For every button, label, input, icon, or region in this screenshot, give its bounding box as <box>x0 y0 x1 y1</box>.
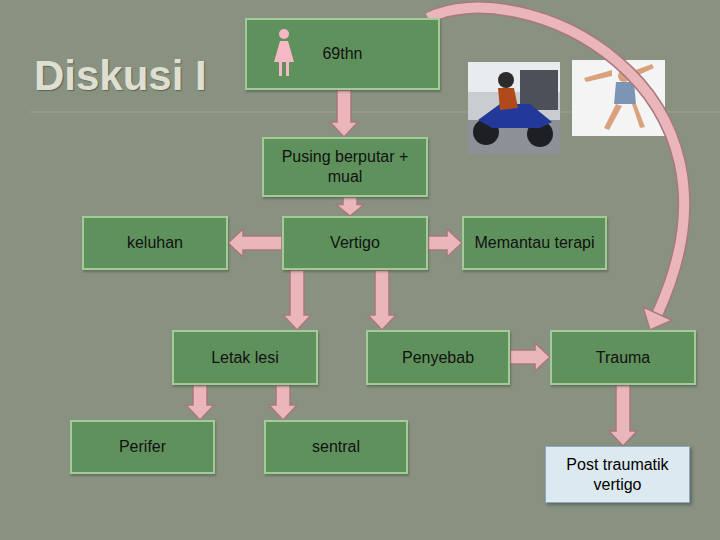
node-text: keluhan <box>127 233 183 253</box>
block-arrow <box>428 229 462 257</box>
node-text: Memantau terapi <box>474 233 594 253</box>
block-arrow <box>368 270 396 330</box>
block-arrow <box>510 343 550 371</box>
female-icon <box>273 28 295 78</box>
node-text: 69thn <box>322 44 362 64</box>
node-text: Vertigo <box>330 233 380 253</box>
motorcycle-photo <box>468 62 560 154</box>
curve-outline <box>428 8 684 314</box>
block-arrow <box>269 385 297 420</box>
curved-arrow <box>428 8 684 330</box>
process-box: Trauma <box>550 330 696 385</box>
block-arrow <box>228 229 282 257</box>
process-box: Memantau terapi <box>462 216 607 270</box>
process-box: 69thn <box>245 18 440 90</box>
node-text: Letak lesi <box>211 348 279 368</box>
node-text: Trauma <box>596 348 651 368</box>
process-box: Perifer <box>70 420 215 474</box>
block-arrow <box>283 270 311 330</box>
process-box: Letak lesi <box>172 330 318 385</box>
process-box: Pusing berputar + mual <box>262 137 428 197</box>
block-arrow <box>609 385 637 446</box>
arrow-head <box>643 307 672 330</box>
process-box: keluhan <box>82 216 228 270</box>
block-arrow <box>336 197 364 216</box>
node-text: Pusing berputar + mual <box>272 147 418 187</box>
node-text: Penyebab <box>402 348 474 368</box>
node-text: sentral <box>312 437 360 457</box>
curve-body <box>428 8 684 314</box>
block-arrow <box>330 90 358 137</box>
node-text: Perifer <box>119 437 166 457</box>
process-box: sentral <box>264 420 408 474</box>
node-text: Post traumatik vertigo <box>554 455 681 495</box>
result-box: Post traumatik vertigo <box>545 446 690 503</box>
process-box: Vertigo <box>282 216 428 270</box>
process-box: Penyebab <box>366 330 510 385</box>
slide-title: Diskusi I <box>34 52 207 100</box>
block-arrow <box>186 385 214 420</box>
